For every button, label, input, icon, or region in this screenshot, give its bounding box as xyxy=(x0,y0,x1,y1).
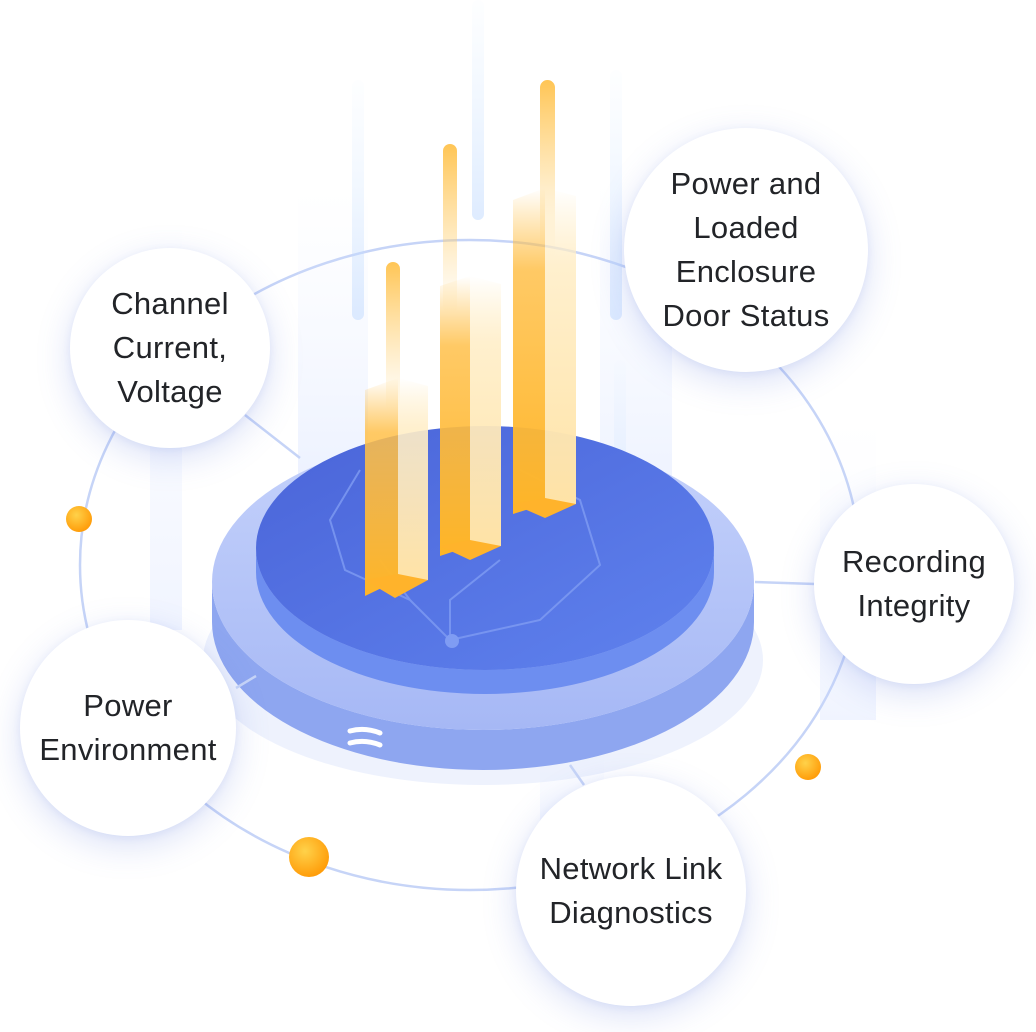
bar-short xyxy=(365,262,428,598)
platform-logo-icon xyxy=(347,726,383,748)
light-rod xyxy=(472,0,484,220)
feature-label: Power and Loaded Enclosure Door Status xyxy=(662,166,830,333)
accent-dot xyxy=(66,506,92,532)
feature-power-door-status: Power and Loaded Enclosure Door Status xyxy=(624,128,868,372)
accent-dot xyxy=(795,754,821,780)
accent-dot xyxy=(289,837,329,877)
feature-label: Recording Integrity xyxy=(841,544,986,623)
feature-label: Channel Current, Voltage xyxy=(111,286,229,409)
bar-medium xyxy=(440,144,501,560)
feature-label: Power Environment xyxy=(39,688,217,767)
feature-network-link-diagnostics: Network Link Diagnostics xyxy=(516,776,746,1006)
bar-tall xyxy=(513,80,576,518)
circuit-node xyxy=(445,634,459,648)
feature-channel-current-voltage: Channel Current, Voltage xyxy=(70,248,270,448)
platform-rim xyxy=(212,582,754,770)
feature-power-environment: Power Environment xyxy=(20,620,236,836)
light-rod xyxy=(352,80,364,320)
platform-inner-side xyxy=(256,548,714,694)
feature-recording-integrity: Recording Integrity xyxy=(814,484,1014,684)
feature-label: Network Link Diagnostics xyxy=(539,851,723,930)
light-rod xyxy=(610,70,622,320)
